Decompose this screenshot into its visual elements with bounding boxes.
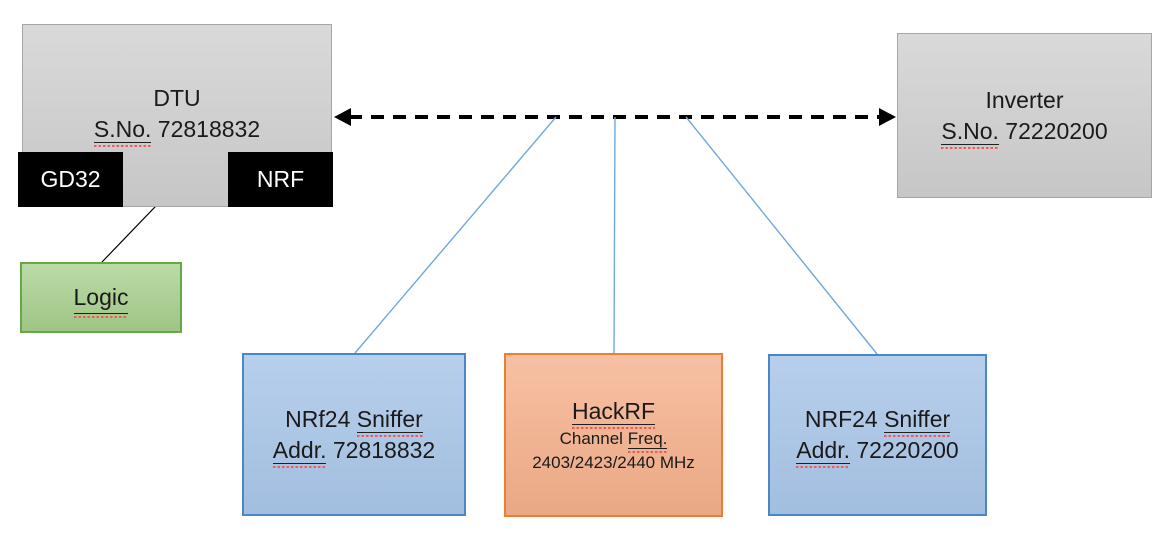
- hackrf-title: HackRF: [571, 396, 656, 427]
- inverter-box: Inverter S.No. 72220200: [897, 33, 1152, 198]
- gd32-label: GD32: [40, 166, 101, 192]
- sniffer-left-name: NRf24: [285, 405, 351, 432]
- hackrf-freq-word: Freq.: [627, 428, 668, 449]
- sniffer-right-addr-label: Addr.: [796, 437, 850, 464]
- dtu-serial-label: S.No.: [93, 115, 152, 143]
- sniffer-left-connector-line: [354, 116, 557, 354]
- inverter-serial-label: S.No.: [941, 117, 999, 145]
- sniffer-left-line1: NRf24 Sniffer: [285, 404, 423, 435]
- inverter-serial: S.No. 72220200: [941, 116, 1108, 147]
- sniffer-left-line2: Addr. 72818832: [272, 435, 436, 466]
- sniffer-left-box: NRf24 Sniffer Addr. 72818832: [242, 353, 466, 516]
- sniffer-left-sniffer-word: Sniffer: [356, 405, 423, 433]
- hackrf-box: HackRF Channel Freq. 2403/2423/2440 MHz: [504, 353, 723, 517]
- sniffer-left-addr-value: 72818832: [332, 436, 436, 463]
- gd32-chip: GD32: [18, 152, 123, 207]
- hackrf-channel-word: Channel: [559, 428, 623, 448]
- rf-link-dashed-arrow: [334, 108, 896, 126]
- dtu-serial-value: 72818832: [157, 115, 261, 142]
- dtu-title: DTU: [153, 84, 201, 111]
- hackrf-title-text: HackRF: [571, 397, 656, 425]
- sniffer-right-sniffer-word: Sniffer: [884, 406, 951, 433]
- arrowhead-left-icon: [334, 108, 351, 126]
- sniffer-right-addr-value: 72220200: [856, 437, 959, 463]
- logic-label: Logic: [73, 282, 129, 318]
- arrowhead-right-icon: [879, 108, 896, 126]
- hackrf-channel-line: Channel Freq.: [560, 427, 668, 451]
- inverter-serial-value: 72220200: [1005, 117, 1108, 144]
- dtu-serial: S.No. 72818832: [93, 114, 261, 145]
- hackrf-connector-line: [613, 116, 616, 354]
- nrf-label: NRF: [256, 166, 305, 192]
- sniffer-right-line2: Addr. 72220200: [796, 435, 959, 466]
- sniffer-right-line1: NRF24 Sniffer: [804, 404, 951, 435]
- sniffer-right-box: NRF24 Sniffer Addr. 72220200: [768, 354, 987, 516]
- nrf-chip: NRF: [228, 152, 333, 207]
- sniffer-left-addr-label: Addr.: [272, 436, 327, 464]
- sniffer-right-connector-line: [685, 116, 878, 355]
- hackrf-frequencies: 2403/2423/2440 MHz: [532, 452, 695, 472]
- sniffer-right-name: NRF24: [804, 406, 878, 432]
- logic-box: Logic: [20, 262, 182, 333]
- inverter-title: Inverter: [985, 86, 1064, 113]
